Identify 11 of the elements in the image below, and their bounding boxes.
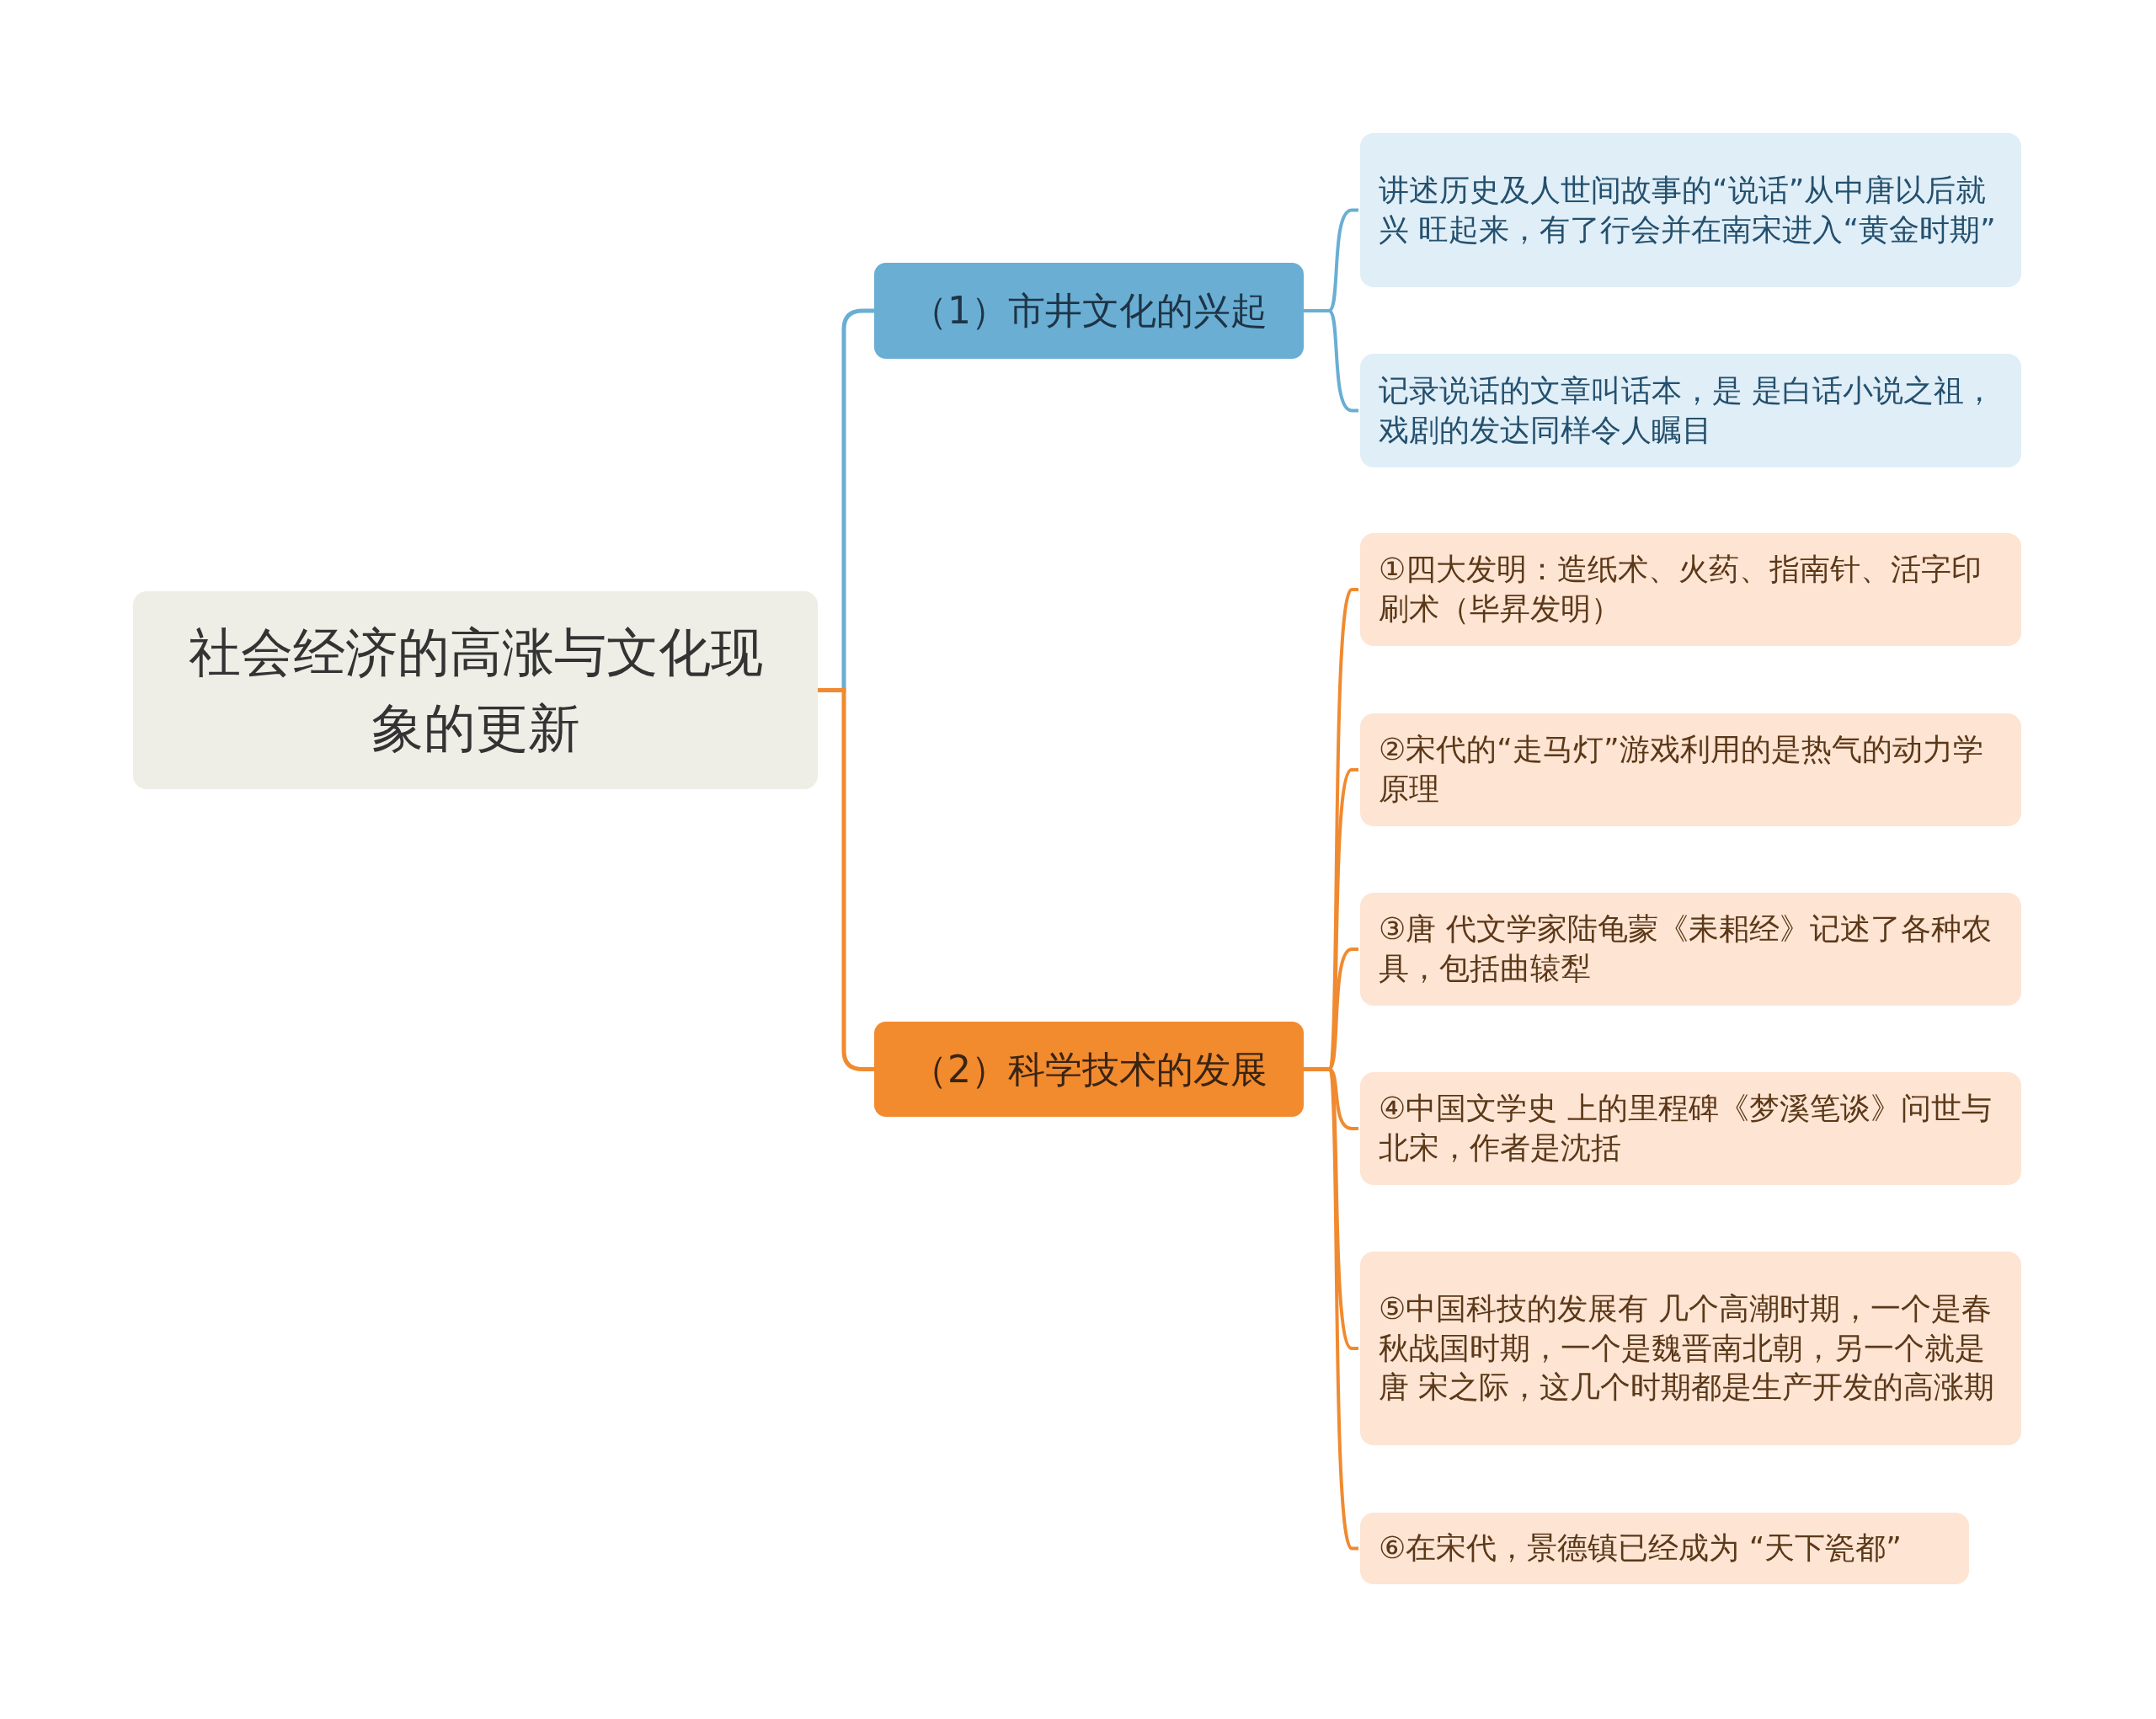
central-topic-box: 社会经济的高涨与文化现象的更新	[133, 591, 818, 789]
subtopic-box: ⑥在宋代，景德镇已经成为 “天下瓷都”	[1360, 1513, 1969, 1584]
subtopic-box: ⑤中国科技的发展有 几个高潮时期，一个是春秋战国时期，一个是魏晋南北朝，另一个就是唐 宋之际，这几个时期都是生产开发的高涨期	[1360, 1252, 2021, 1445]
subtopic-box: ③唐 代文学家陆龟蒙《耒耜经》记述了各种农具，包括曲辕犁	[1360, 893, 2021, 1006]
subtopic-box: ②宋代的“走马灯”游戏利用的是热气的动力学原理	[1360, 713, 2021, 826]
subtopic-box: ④中国文学史 上的里程碑《梦溪笔谈》问世与北宋，作者是沈括	[1360, 1072, 2021, 1185]
subtopic-box: ①四大发明：造纸术、火药、指南针、活字印刷术（毕昇发明）	[1360, 533, 2021, 646]
branch-topic-box: （1）市井文化的兴起	[874, 263, 1304, 359]
subtopic-box: 记录说话的文章叫话本，是 是白话小说之祖，戏剧的发达同样令人瞩目	[1360, 354, 2021, 467]
branch-topic-box: （2）科学技术的发展	[874, 1022, 1304, 1117]
subtopic-box: 讲述历史及人世间故事的“说话”从中唐以后就兴 旺起来，有了行会并在南宋进入“黄金时期”	[1360, 133, 2021, 287]
